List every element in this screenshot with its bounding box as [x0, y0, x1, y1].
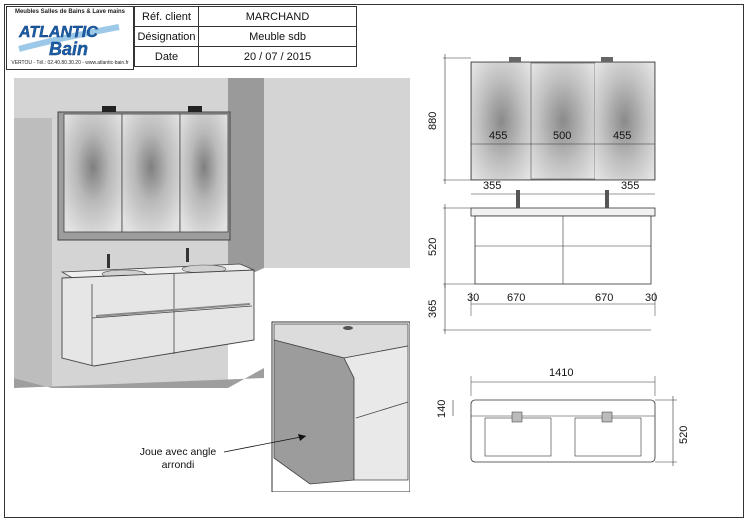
mirror-panel-right	[595, 63, 654, 179]
vanity-cabinet	[61, 269, 255, 367]
dim-mirror-panel-left: 455	[489, 130, 507, 142]
dim-drawer-right-width: 670	[595, 292, 613, 304]
dim-top-depth: 140	[436, 400, 448, 418]
company-contact: VERTOU - Tél.: 02.40.80.30.20 - www.atla…	[11, 60, 129, 66]
callout-line-2: arrondi	[161, 459, 195, 471]
mirror-panel-left	[472, 63, 531, 179]
dim-edge-left: 30	[467, 292, 479, 304]
dim-edge-right: 30	[645, 292, 657, 304]
dim-faucet-offset-right: 355	[621, 180, 639, 192]
mirror-door-left	[63, 113, 123, 233]
callout-leader	[223, 435, 307, 453]
floor	[14, 368, 264, 388]
dim-floor-clearance: 365	[427, 300, 439, 318]
dim-cabinet-depth: 520	[678, 426, 690, 444]
logo-word-2: Bain	[49, 39, 88, 59]
mirror-light-left	[509, 57, 521, 62]
field-label-client: Réf. client	[134, 6, 199, 27]
dim-mirror-height: 880	[427, 112, 439, 130]
faucet-left	[107, 254, 110, 268]
detail-side-panel	[273, 339, 355, 485]
plan-faucet-right	[601, 411, 613, 423]
company-logo-box: Meubles Salles de Bains & Lave mains ATL…	[6, 6, 134, 70]
mirror-light-right	[601, 57, 613, 62]
dim-faucet-offset-left: 355	[483, 180, 501, 192]
left-wall-edge	[14, 118, 52, 388]
company-logo: ATLANTIC Bain	[18, 24, 120, 59]
mirror-door-center	[121, 113, 181, 233]
plan-faucet-left	[511, 411, 523, 423]
dim-mirror-panel-right: 455	[613, 130, 631, 142]
faucet-elevation-left	[516, 190, 520, 208]
company-tagline: Meubles Salles de Bains & Lave mains	[14, 9, 126, 15]
field-value-date: 20 / 07 / 2015	[198, 46, 357, 67]
drawer-handle-upper	[95, 303, 251, 317]
orthographic-views: 880 455 500 455 355 355 520 365 30 670 6…	[427, 54, 690, 466]
plan-view-top	[470, 399, 656, 463]
mirror-door-right	[179, 113, 229, 233]
light-fixture-right	[188, 106, 202, 112]
vanity-top-elevation	[470, 207, 656, 217]
light-fixture-left	[102, 106, 116, 112]
field-value-designation: Meuble sdb	[198, 26, 357, 47]
mirror-panel-center	[530, 62, 596, 180]
field-label-designation: Désignation	[134, 26, 199, 47]
dim-cabinet-height: 520	[427, 238, 439, 256]
detail-front	[343, 345, 409, 481]
dim-total-width: 1410	[549, 367, 573, 379]
side-wall	[228, 78, 264, 284]
dim-mirror-panel-center: 500	[553, 130, 571, 142]
logo-word-1: ATLANTIC	[18, 24, 98, 41]
faucet-elevation-right	[605, 190, 609, 208]
sheet-border	[4, 4, 744, 518]
detail-drain	[343, 326, 353, 330]
logo-swoosh	[18, 24, 120, 52]
title-block-row: Réf. client MARCHAND	[134, 6, 357, 27]
field-label-date: Date	[134, 46, 199, 67]
title-block-row: Désignation Meuble sdb	[134, 26, 357, 47]
title-block-table: Réf. client MARCHAND Désignation Meuble …	[134, 6, 357, 67]
field-value-client: MARCHAND	[198, 6, 357, 27]
title-block-row: Date 20 / 07 / 2015	[134, 46, 357, 67]
perspective-view	[14, 78, 410, 492]
dim-drawer-left-width: 670	[507, 292, 525, 304]
callout-text: Joue avec angle arrondi	[128, 446, 228, 472]
faucet-right	[186, 248, 189, 262]
callout-line-1: Joue avec angle	[139, 446, 217, 458]
